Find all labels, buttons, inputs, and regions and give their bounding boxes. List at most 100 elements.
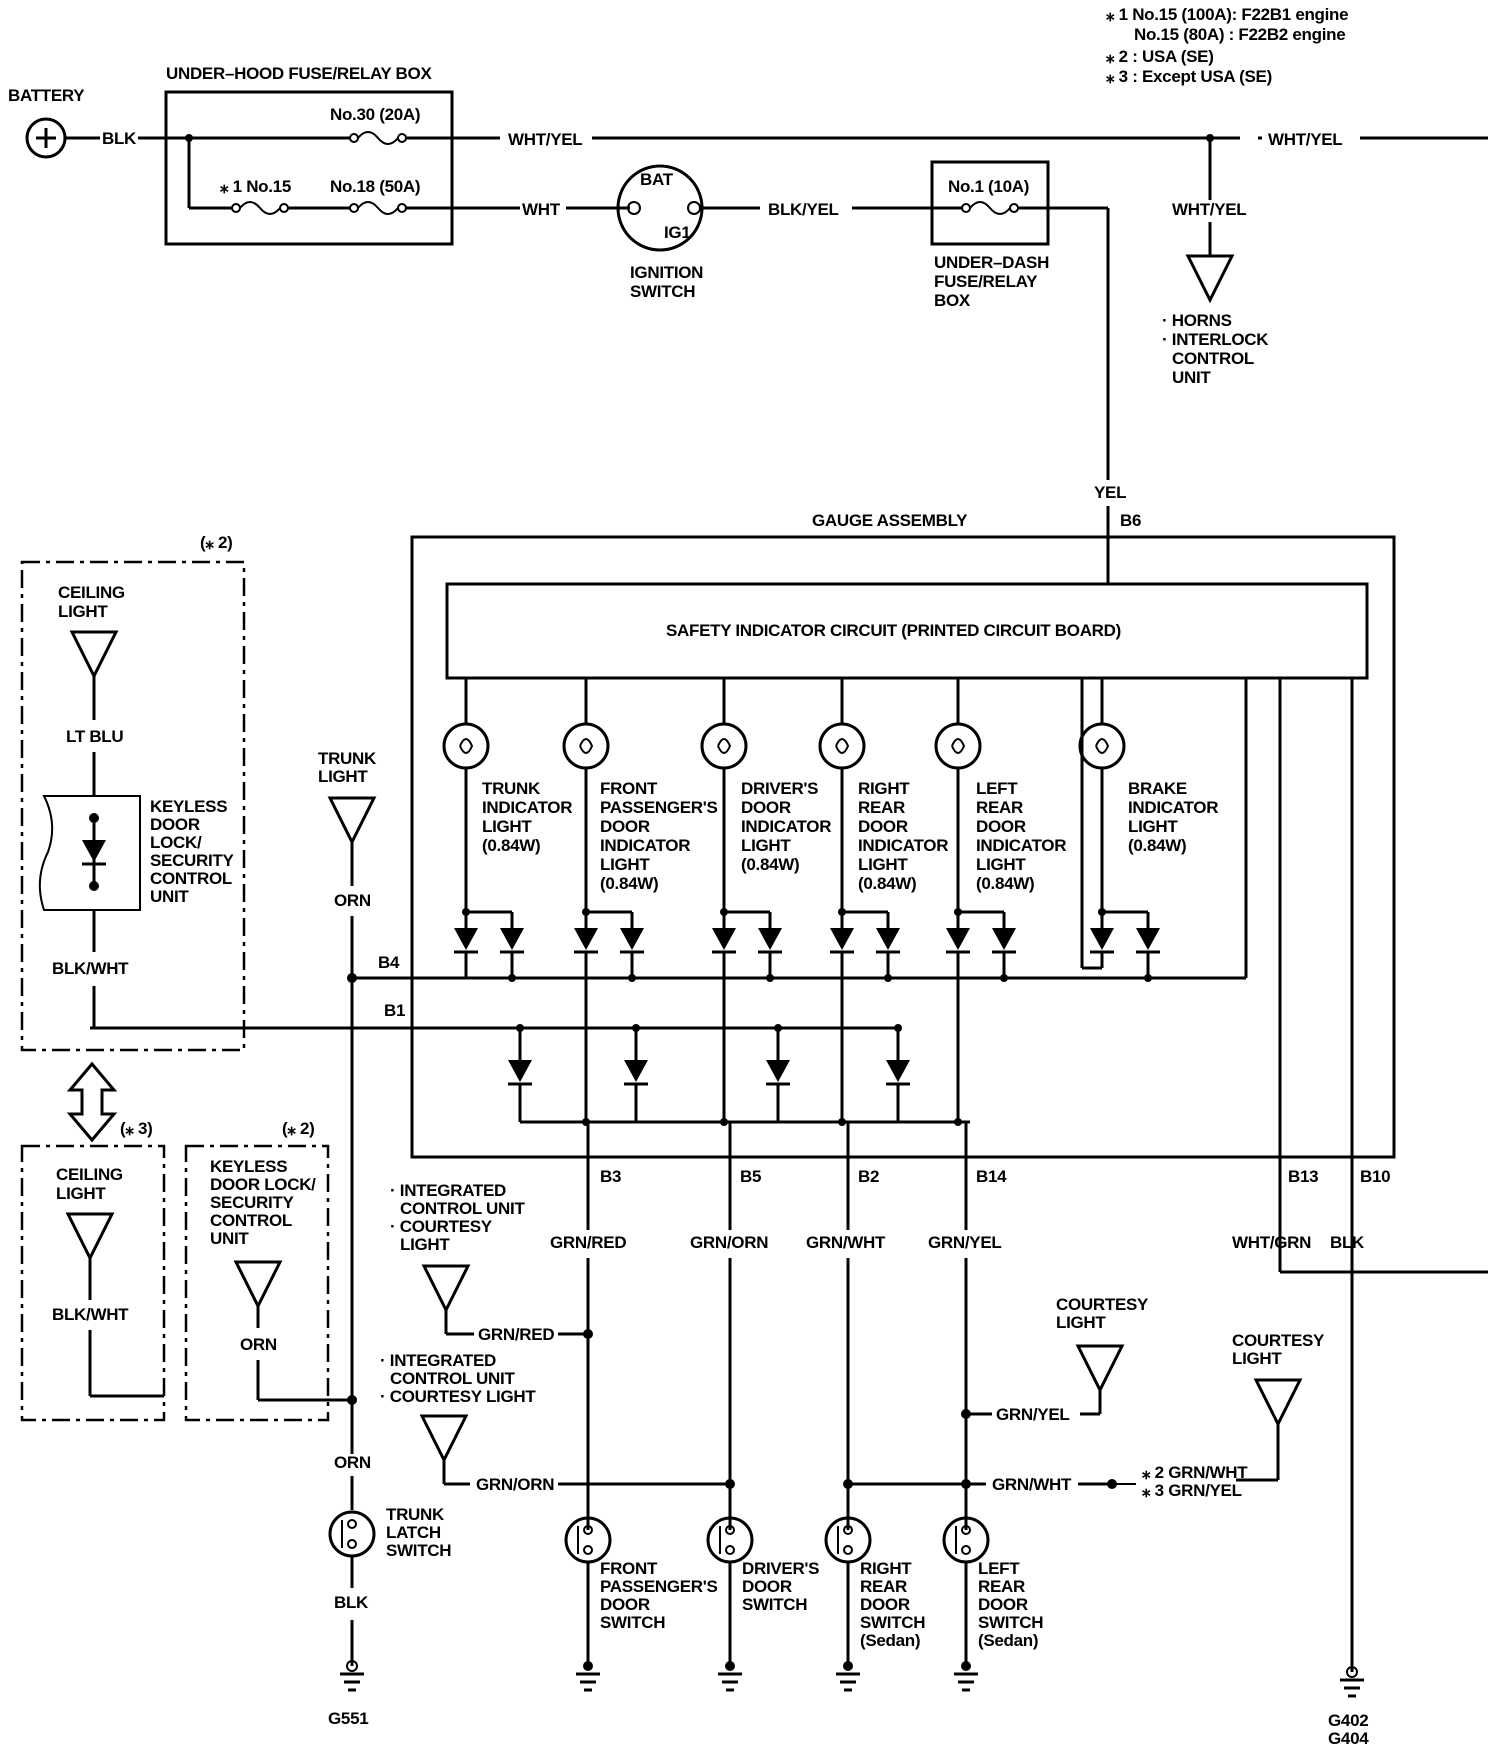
pcb-box [445,582,1369,680]
grn-red-label-2: GRN/RED [478,1325,554,1344]
pin-b1-label: B1 [384,1001,405,1020]
notes: ⁎ 1 No.15 (100A): F22B1 engine No.15 (80… [1105,5,1349,86]
fp-ind-label-5: LIGHT [600,855,650,874]
indicator-labels: TRUNK INDICATOR LIGHT (0.84W) FRONT PASS… [482,779,1218,893]
front-passenger-diode-a-icon [574,928,598,950]
ground-g402-label: G402 [1328,1711,1368,1730]
keyless-label-5: CONTROL [150,869,232,888]
keyless-label-3: LOCK/ [150,833,202,852]
brake-indicator-lamp-icon [1078,722,1126,770]
brake-ind-label-4: (0.84W) [1128,836,1186,855]
grn-wht-label-2: GRN/WHT [992,1475,1072,1494]
front-passenger-ground-icon [576,1661,600,1692]
dr-ind-label-3: INDICATOR [741,817,831,836]
front-passenger-diode-b-icon [620,928,644,950]
note-3: ⁎ 3 : Except USA (SE) [1105,67,1272,86]
orn-label-3: ORN [334,1453,371,1472]
trunk-light-label-2: LIGHT [318,767,368,786]
underhood-fuse-box [164,90,454,246]
driver-diode-b-icon [758,928,782,950]
orn-label: ORN [334,891,371,910]
fuse-15-icon [231,201,289,215]
dr-ind-label-2: DOOR [741,798,791,817]
fuse-18-label: No.18 (50A) [330,177,420,196]
blk-wht-label-2: BLK/WHT [52,1305,129,1324]
trunk-indicator-lamp-icon [442,722,490,770]
ceiling-light-b-icon [65,1212,115,1262]
fuse-30-label: No.30 (20A) [330,105,420,124]
keyless-label-1: KEYLESS [150,797,227,816]
blk-wht-label: BLK/WHT [52,959,129,978]
rr-switch-label-3: DOOR [860,1595,910,1614]
grn-wht-label: GRN/WHT [806,1233,886,1252]
blk-yel-label: BLK/YEL [768,200,839,219]
trunk-ind-label-3: LIGHT [482,817,532,836]
dr-ind-label-5: (0.84W) [741,855,799,874]
courtesy2-label-2: LIGHT [1232,1349,1282,1368]
connector-pins: B3 B5 B2 B14 B13 B10 [600,1167,1391,1186]
pin-b2-label: B2 [858,1167,879,1186]
icu1-label-4: LIGHT [400,1235,450,1254]
star2-grn-wht-label: ⁎ 2 GRN/WHT [1141,1463,1248,1482]
note-1a: ⁎ 1 No.15 (100A): F22B1 engine [1105,5,1348,24]
icu2-label-3: · COURTESY LIGHT [380,1387,536,1406]
fp-ind-label-6: (0.84W) [600,874,658,893]
rr-ind-label-2: REAR [858,798,905,817]
right-rear-ground-icon [836,1661,860,1692]
front-passenger-indicator-lamp-icon [562,722,610,770]
pin-b3-label: B3 [600,1167,621,1186]
pin-b10-label: B10 [1360,1167,1390,1186]
ground-g402-icon [1340,1666,1364,1698]
grn-orn-label-2: GRN/ORN [476,1475,554,1494]
dr-ind-label-4: LIGHT [741,836,791,855]
dr-switch-label-2: DOOR [742,1577,792,1596]
icu1-label-1: · INTEGRATED [390,1181,506,1200]
star3-box-label: (⁎ 3) [120,1119,153,1138]
dr-switch-label-1: DRIVER'S [742,1559,819,1578]
gauge-assembly: GAUGE ASSEMBLY SAFETY INDICATOR CIRCUIT … [410,511,1396,1159]
fuse-1-label: No.1 (10A) [948,177,1029,196]
fuse-1-icon [961,201,1019,215]
fp-switch-label-1: FRONT [600,1559,658,1578]
left-rear-indicator-lamp-icon [934,722,982,770]
battery-label: BATTERY [8,86,85,105]
ceiling-light-icon [69,630,119,680]
lr-ind-label-6: (0.84W) [976,874,1034,893]
rr-ind-label-1: RIGHT [858,779,910,798]
ceiling-light-b-label-1: CEILING [56,1165,123,1184]
trunk-latch-switch-icon [328,1510,376,1558]
right-rear-diode-a-icon [830,928,854,950]
lr-ind-label-3: DOOR [976,817,1026,836]
lr-ind-label-5: LIGHT [976,855,1026,874]
door-switches [564,1516,990,1692]
switch-labels: FRONT PASSENGER'S DOOR SWITCH DRIVER'S D… [600,1559,1044,1650]
option-box-star3 [20,1144,166,1422]
wht-wire-label: WHT [522,200,561,219]
note-2: ⁎ 2 : USA (SE) [1105,47,1214,66]
pin-b13-label: B13 [1288,1167,1318,1186]
courtesy2-label-1: COURTESY [1232,1331,1325,1350]
b1-diode-4-icon [886,1060,910,1082]
courtesy2-load-icon [1253,1378,1303,1428]
underdash-label-1: UNDER–DASH [934,253,1049,272]
horns-load-icon [1185,254,1235,304]
icu2-label-1: · INTEGRATED [380,1351,496,1370]
trunk-light-label-1: TRUNK [318,749,377,768]
lr-switch-label-4: SWITCH [978,1613,1043,1632]
brake-ind-label-1: BRAKE [1128,779,1187,798]
trunk-latch-label-1: TRUNK [386,1505,445,1524]
rr-switch-label-4: SWITCH [860,1613,925,1632]
brake-diode-a-icon [1090,928,1114,950]
pin-b14-label: B14 [976,1167,1007,1186]
keyless-b-label-1: KEYLESS [210,1157,287,1176]
underdash-label-3: BOX [934,291,971,310]
ignition-label: IGNITION [630,263,703,282]
trunk-ind-label-4: (0.84W) [482,836,540,855]
courtesy1-label-1: COURTESY [1056,1295,1149,1314]
wht-grn-label: WHT/GRN [1232,1233,1311,1252]
rr-ind-label-4: INDICATOR [858,836,948,855]
icu2-load-icon [419,1414,469,1464]
brake-ind-label-2: INDICATOR [1128,798,1218,817]
yel-wire-label: YEL [1094,483,1126,502]
